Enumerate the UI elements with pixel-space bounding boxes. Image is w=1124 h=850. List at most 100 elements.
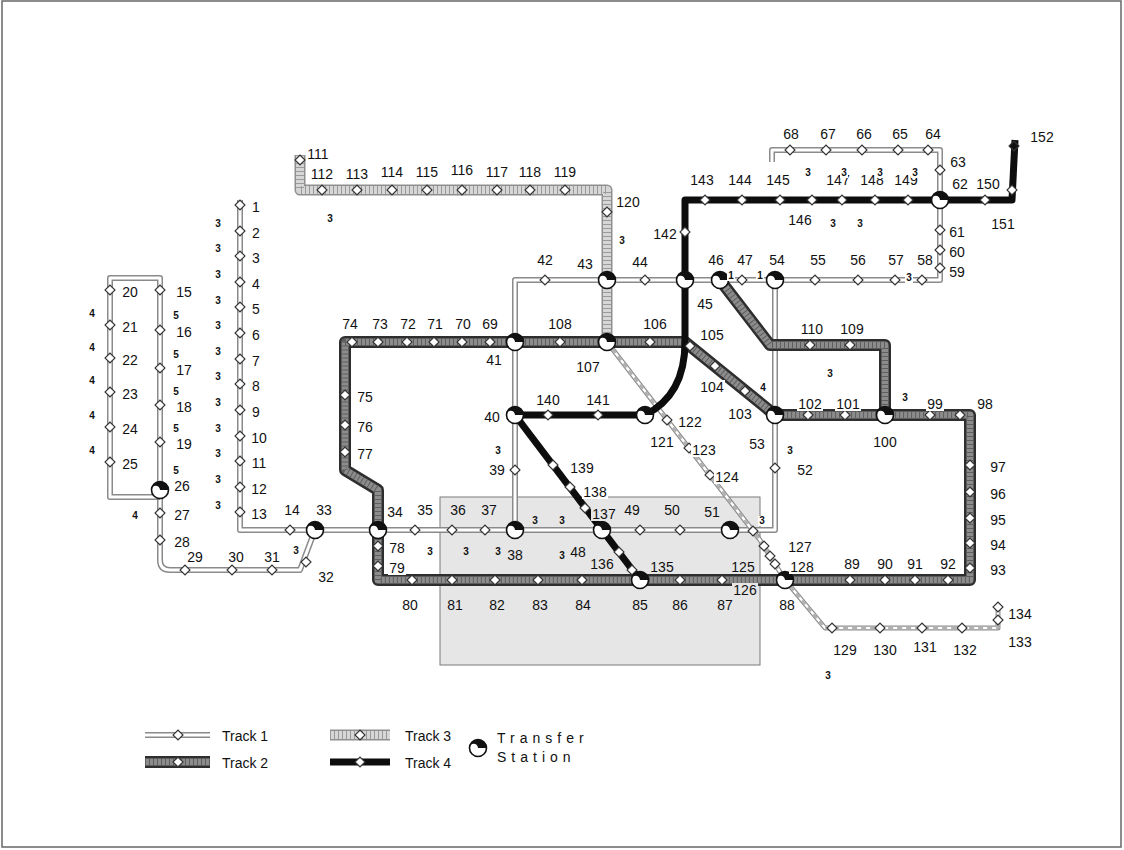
transfer-station [507,522,524,531]
station-marker [317,185,327,195]
travel-time: 3 [214,475,222,485]
label-holder: 3 [804,162,812,180]
station-number: 23 [121,387,139,401]
label-holder: 138 [582,483,607,501]
track-3-line [300,155,607,342]
station-number: 138 [582,485,607,499]
label-holder: 4 [88,405,96,423]
label-holder: 65 [891,125,909,143]
station-number: 39 [488,463,506,477]
label-holder: 16 [175,323,193,341]
label-holder: 101 [835,395,860,413]
station-marker [105,353,115,363]
station-number: 58 [916,253,934,267]
label-holder: 73 [371,315,389,333]
station-marker [845,340,855,350]
station-marker [235,379,245,389]
station-marker [105,387,115,397]
label-holder: 3 [214,443,222,461]
label-holder: 103 [727,405,752,423]
station-marker [560,185,570,195]
label-holder: 151 [990,215,1015,233]
label-holder: Track 3 [405,727,451,745]
station-marker [965,513,975,523]
label-holder: 3 [214,238,222,256]
track-3-line [330,730,390,741]
station-marker [685,341,695,351]
station-marker [533,575,543,585]
station-number: 9 [251,405,261,419]
station-marker [548,460,558,470]
label-holder: 26 [173,477,191,495]
travel-time: 3 [804,168,812,178]
travel-time: 3 [901,393,909,403]
label-holder: 54 [768,251,786,269]
station-number: 82 [488,598,506,612]
station-number: 20 [121,285,139,299]
station-number: 141 [585,393,610,407]
label-holder: 4 [251,275,261,293]
station-number: 131 [912,640,937,654]
station-marker [235,328,245,338]
station-number: 128 [789,560,814,574]
track-2-line [345,342,970,580]
station-number: 46 [707,253,725,267]
transfer-station [767,272,784,289]
station-marker [805,340,815,350]
label-holder: 106 [642,315,667,333]
transfer-station [507,407,524,416]
station-marker [373,541,383,551]
station-marker [235,456,245,466]
station-number: 4 [251,277,261,291]
station-marker [965,538,975,548]
station-marker [993,615,1003,625]
label-holder: 88 [778,596,796,614]
label-holder: 127 [787,538,812,556]
station-marker [235,482,245,492]
station-number: 10 [250,431,268,445]
station-marker [935,225,945,235]
station-number: 12 [250,482,268,496]
station-number: 88 [778,598,796,612]
label-holder: Transfer Station [497,729,619,767]
station-marker [602,207,612,217]
station-marker [893,145,903,155]
station-marker [740,386,750,396]
label-holder: 3 [214,495,222,513]
label-holder: 3 [829,213,837,231]
travel-time: 3 [214,424,222,434]
label-holder: 3 [558,510,566,528]
station-marker [645,337,655,347]
track-3-line [330,731,390,739]
station-number: 105 [699,328,724,342]
travel-time: 3 [214,372,222,382]
transfer-station [877,407,894,424]
station-number: 2 [251,226,261,240]
station-number: 114 [380,165,404,179]
station-number: 11 [251,456,268,470]
station-marker [340,420,350,430]
station-number: 22 [121,353,139,367]
station-marker [105,285,115,295]
station-number: 38 [506,548,524,562]
label-holder: 50 [663,501,681,519]
travel-time: 3 [758,516,766,526]
travel-time: 3 [214,296,222,306]
legend-label: Transfer Station [497,729,619,767]
station-marker [770,463,780,473]
track-1-line [240,200,775,530]
transfer-station [599,334,616,351]
label-holder: 13 [250,505,268,523]
label-holder: 37 [480,501,498,519]
label-holder: 99 [926,395,944,413]
station-number: 18 [175,400,193,414]
station-number: 74 [341,317,359,331]
legend-label: Track 4 [405,755,451,772]
station-marker [717,575,727,585]
label-holder: 115 [415,163,439,181]
label-holder: 36 [449,501,467,519]
label-holder: 3 [426,541,434,559]
label-holder: 132 [952,641,977,659]
station-number: 21 [121,320,139,334]
